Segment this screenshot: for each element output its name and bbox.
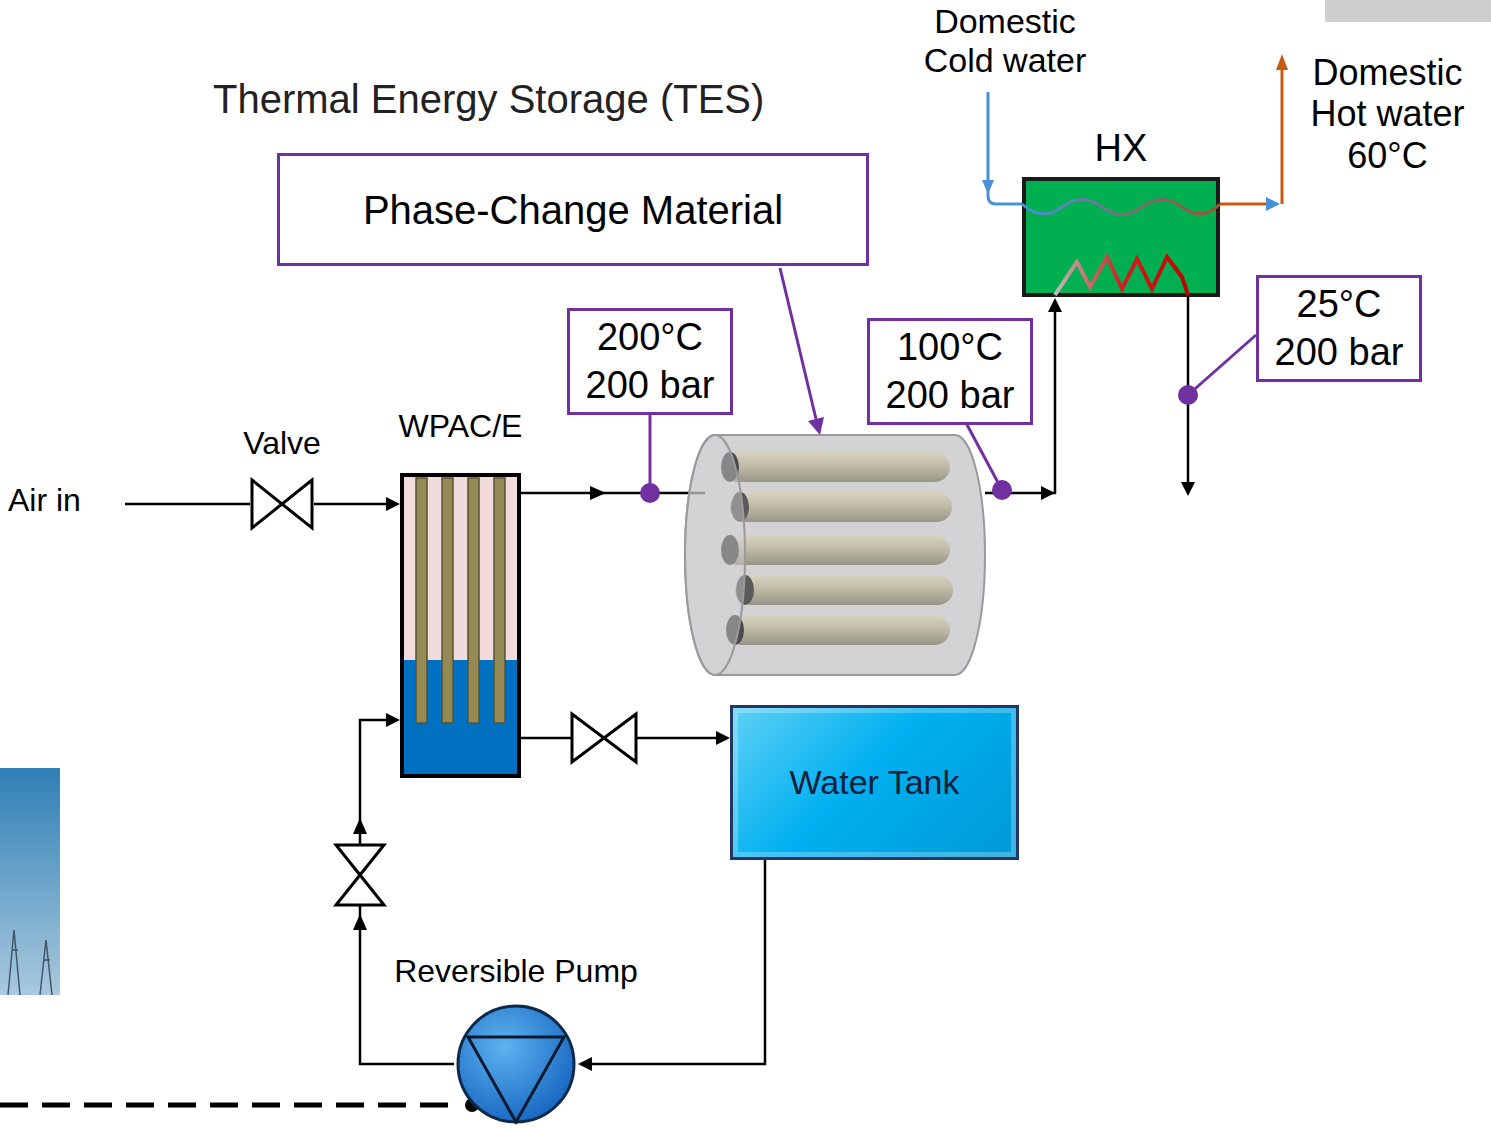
photo-fragment xyxy=(0,768,60,995)
pump-symbol: Reversible Pump xyxy=(454,1002,578,1126)
compressor-column: WPAC/E xyxy=(400,473,521,778)
node-label: 200°C 200 bar xyxy=(570,312,730,411)
air-pipe xyxy=(521,492,705,495)
valve-symbol xyxy=(336,845,384,905)
cold-water-line xyxy=(988,92,1022,204)
water-tank: Water Tank xyxy=(730,705,1019,860)
stream-label: Domestic Hot water 60°C xyxy=(1295,52,1480,176)
pipe-connector xyxy=(314,497,400,511)
callout-box: 25°C 200 bar xyxy=(1256,275,1422,382)
valve-symbol xyxy=(572,714,636,762)
node-label: 100°C 200 bar xyxy=(870,322,1030,421)
power-line xyxy=(0,1103,462,1108)
node-heading: Valve xyxy=(243,425,321,462)
node-label: Water Tank xyxy=(783,759,965,806)
callout-box: 100°C 200 bar xyxy=(867,318,1033,425)
node-heading: Reversible Pump xyxy=(394,953,638,990)
tes-cylinder xyxy=(685,435,985,675)
stream-label: Domestic Cold water xyxy=(900,2,1110,80)
heat-exchanger: HX xyxy=(1022,177,1220,297)
photo-fragment xyxy=(1325,0,1491,22)
material-box: Phase-Change Material xyxy=(277,153,869,266)
node-label: Phase-Change Material xyxy=(357,183,789,237)
node-heading: WPAC/E xyxy=(399,408,523,445)
air-pipe xyxy=(125,503,250,506)
hot-water-line xyxy=(1281,70,1284,204)
leader-line xyxy=(650,268,1256,493)
valve-symbol: Valve xyxy=(250,478,314,530)
callout-box: 200°C 200 bar xyxy=(567,308,733,415)
stream-label: Air in xyxy=(8,482,81,519)
section-title: Thermal Energy Storage (TES) xyxy=(213,76,764,122)
node-label: 25°C 200 bar xyxy=(1259,279,1419,378)
node-heading: HX xyxy=(1095,127,1148,171)
